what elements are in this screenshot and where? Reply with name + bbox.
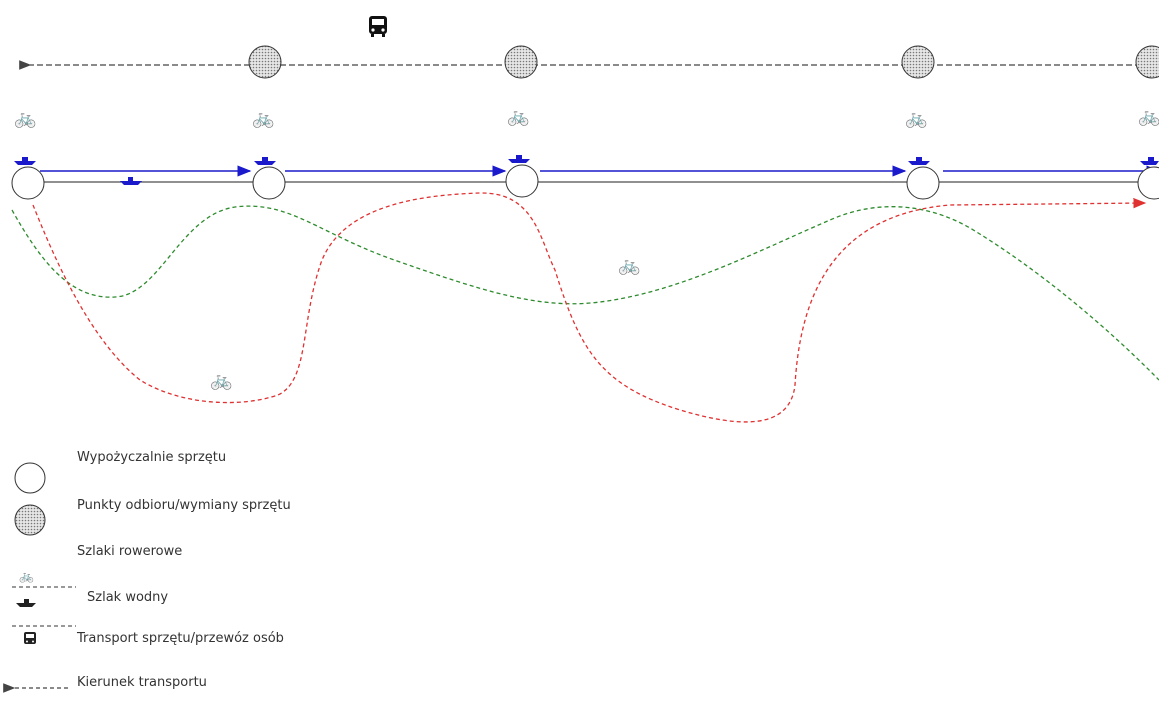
bicycle-icon: 🚲 [507, 106, 529, 127]
legend-direction-label: Kierunek transportu [77, 675, 207, 690]
bicycle-icon: 🚲 [1138, 106, 1159, 127]
pickup-point-4 [1135, 45, 1159, 79]
legend-pickup-label: Punkty odbioru/wymiany sprzętu [77, 498, 291, 513]
bicycle-icon: 🚲 [19, 569, 34, 583]
bicycle-icon: 🚲 [252, 108, 274, 129]
legend-transport-label: Transport sprzętu/przewóz osób [77, 631, 284, 646]
rental-point-2 [252, 166, 286, 200]
legend-water-trail-label: Szlak wodny [87, 590, 169, 605]
legend-rental-symbol [14, 462, 46, 494]
bus-icon [369, 16, 387, 37]
bike-trail-red [32, 192, 1147, 423]
bicycle-icon: 🚲 [618, 255, 640, 276]
bicycle-icon: 🚲 [14, 108, 36, 129]
bus-icon [24, 632, 36, 644]
rental-point-4 [906, 166, 940, 200]
pickup-point-1 [248, 45, 282, 79]
legend-rental-label: Wypożyczalnie sprzętu [77, 450, 227, 465]
rental-point-1 [11, 166, 45, 200]
pickup-point-2 [504, 45, 538, 79]
boat-icon [14, 155, 1159, 165]
bicycle-icon: 🚲 [210, 370, 232, 391]
bicycle-icon: 🚲 [905, 108, 927, 129]
bike-trail-green [11, 205, 1159, 381]
legend-pickup-symbol [14, 504, 46, 536]
rental-point-3 [505, 164, 539, 198]
pickup-point-3 [901, 45, 935, 79]
rental-point-5 [1137, 166, 1159, 200]
boat-icon [16, 599, 36, 607]
boat-icon [120, 177, 142, 185]
legend-bike-trails-label: Szlaki rowerowe [77, 544, 183, 559]
